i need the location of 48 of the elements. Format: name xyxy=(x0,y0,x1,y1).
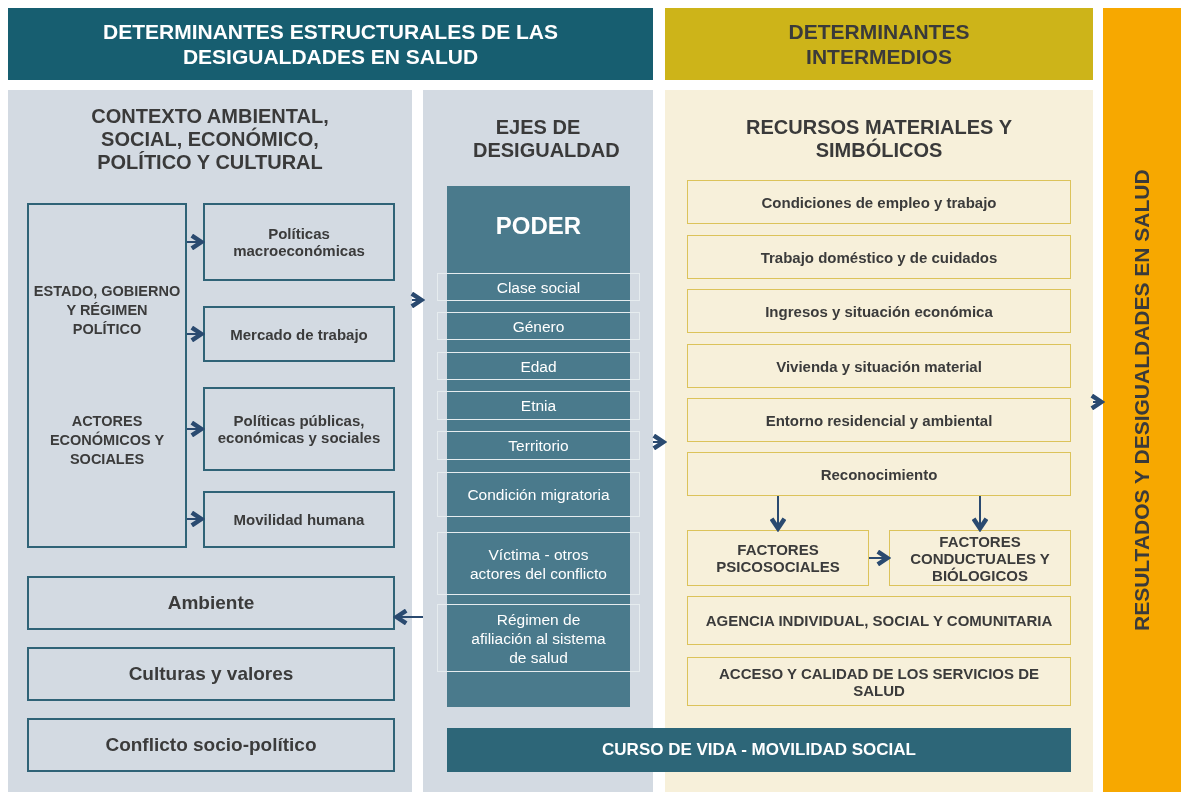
life-course-bar: CURSO DE VIDA - MOVILIDAD SOCIAL xyxy=(447,728,1071,772)
group-label: ACTORES ECONÓMICOS Y SOCIALES xyxy=(48,412,166,470)
chevron-arrow xyxy=(186,325,204,343)
axis-box: Víctima - otros actores del conflicto xyxy=(437,532,640,595)
chevron-arrow xyxy=(409,291,424,309)
factor-box: Políticas macroeconómicas xyxy=(203,203,395,281)
factor-box: Ambiente xyxy=(27,576,395,630)
group-label: ESTADO, GOBIERNO Y RÉGIMEN POLÍTICO xyxy=(33,281,181,339)
chevron-arrow xyxy=(186,233,204,251)
resource-box: AGENCIA INDIVIDUAL, SOCIAL Y COMUNITARIA xyxy=(687,596,1071,645)
panel-title: RECURSOS MATERIALES Y SIMBÓLICOS xyxy=(745,116,1013,162)
axis-box: Edad xyxy=(437,352,640,380)
resource-box: Condiciones de empleo y trabajo xyxy=(687,180,1071,224)
resource-box: Ingresos y situación económica xyxy=(687,289,1071,333)
resource-box: Entorno residencial y ambiental xyxy=(687,398,1071,442)
axis-box: Género xyxy=(437,312,640,340)
chevron-arrow xyxy=(868,549,890,567)
chevron-arrow xyxy=(651,433,666,451)
chevron-arrow xyxy=(769,495,787,531)
chevron-arrow xyxy=(394,608,424,626)
resource-box: FACTORES CONDUCTUALES Y BIÓLOGICOS xyxy=(889,530,1071,586)
section-panel xyxy=(8,90,412,792)
axis-box: Etnia xyxy=(437,391,640,420)
resource-box: Trabajo doméstico y de cuidados xyxy=(687,235,1071,279)
resource-box: FACTORES PSICOSOCIALES xyxy=(687,530,869,586)
header-band: DETERMINANTES ESTRUCTURALES DE LAS DESIGUALDADES EN SALUD xyxy=(8,8,653,80)
factor-box: Mercado de trabajo xyxy=(203,306,395,362)
chevron-arrow xyxy=(186,510,204,528)
panel-title: CONTEXTO AMBIENTAL, SOCIAL, ECONÓMICO, POLÍTICO Y CULTURAL xyxy=(90,105,330,174)
axis-box: Condición migratoria xyxy=(437,472,640,517)
chevron-arrow xyxy=(1089,393,1104,411)
section-panel xyxy=(665,90,1093,792)
panel-title: EJES DE DESIGUALDAD xyxy=(472,116,621,162)
chevron-arrow xyxy=(186,420,204,438)
header-band: DETERMINANTES INTERMEDIOS xyxy=(665,8,1093,80)
factor-box: Movilidad humana xyxy=(203,491,395,548)
axis-box: Territorio xyxy=(437,431,640,460)
axis-box: Clase social xyxy=(437,273,640,301)
group-box xyxy=(27,203,187,548)
axis-box: Régimen de afiliación al sistema de salud xyxy=(437,604,640,672)
resource-box: Reconocimiento xyxy=(687,452,1071,496)
resource-box: ACCESO Y CALIDAD DE LOS SERVICIOS DE SALUD xyxy=(687,657,1071,706)
factor-box: Políticas públicas, económicas y sociales xyxy=(203,387,395,471)
factor-box: Culturas y valores xyxy=(27,647,395,701)
resource-box: Vivienda y situación material xyxy=(687,344,1071,388)
outcome-band: RESULTADOS Y DESIGUALDADES EN SALUD xyxy=(1103,8,1181,792)
chevron-arrow xyxy=(971,495,989,531)
factor-box: Conflicto socio-político xyxy=(27,718,395,772)
